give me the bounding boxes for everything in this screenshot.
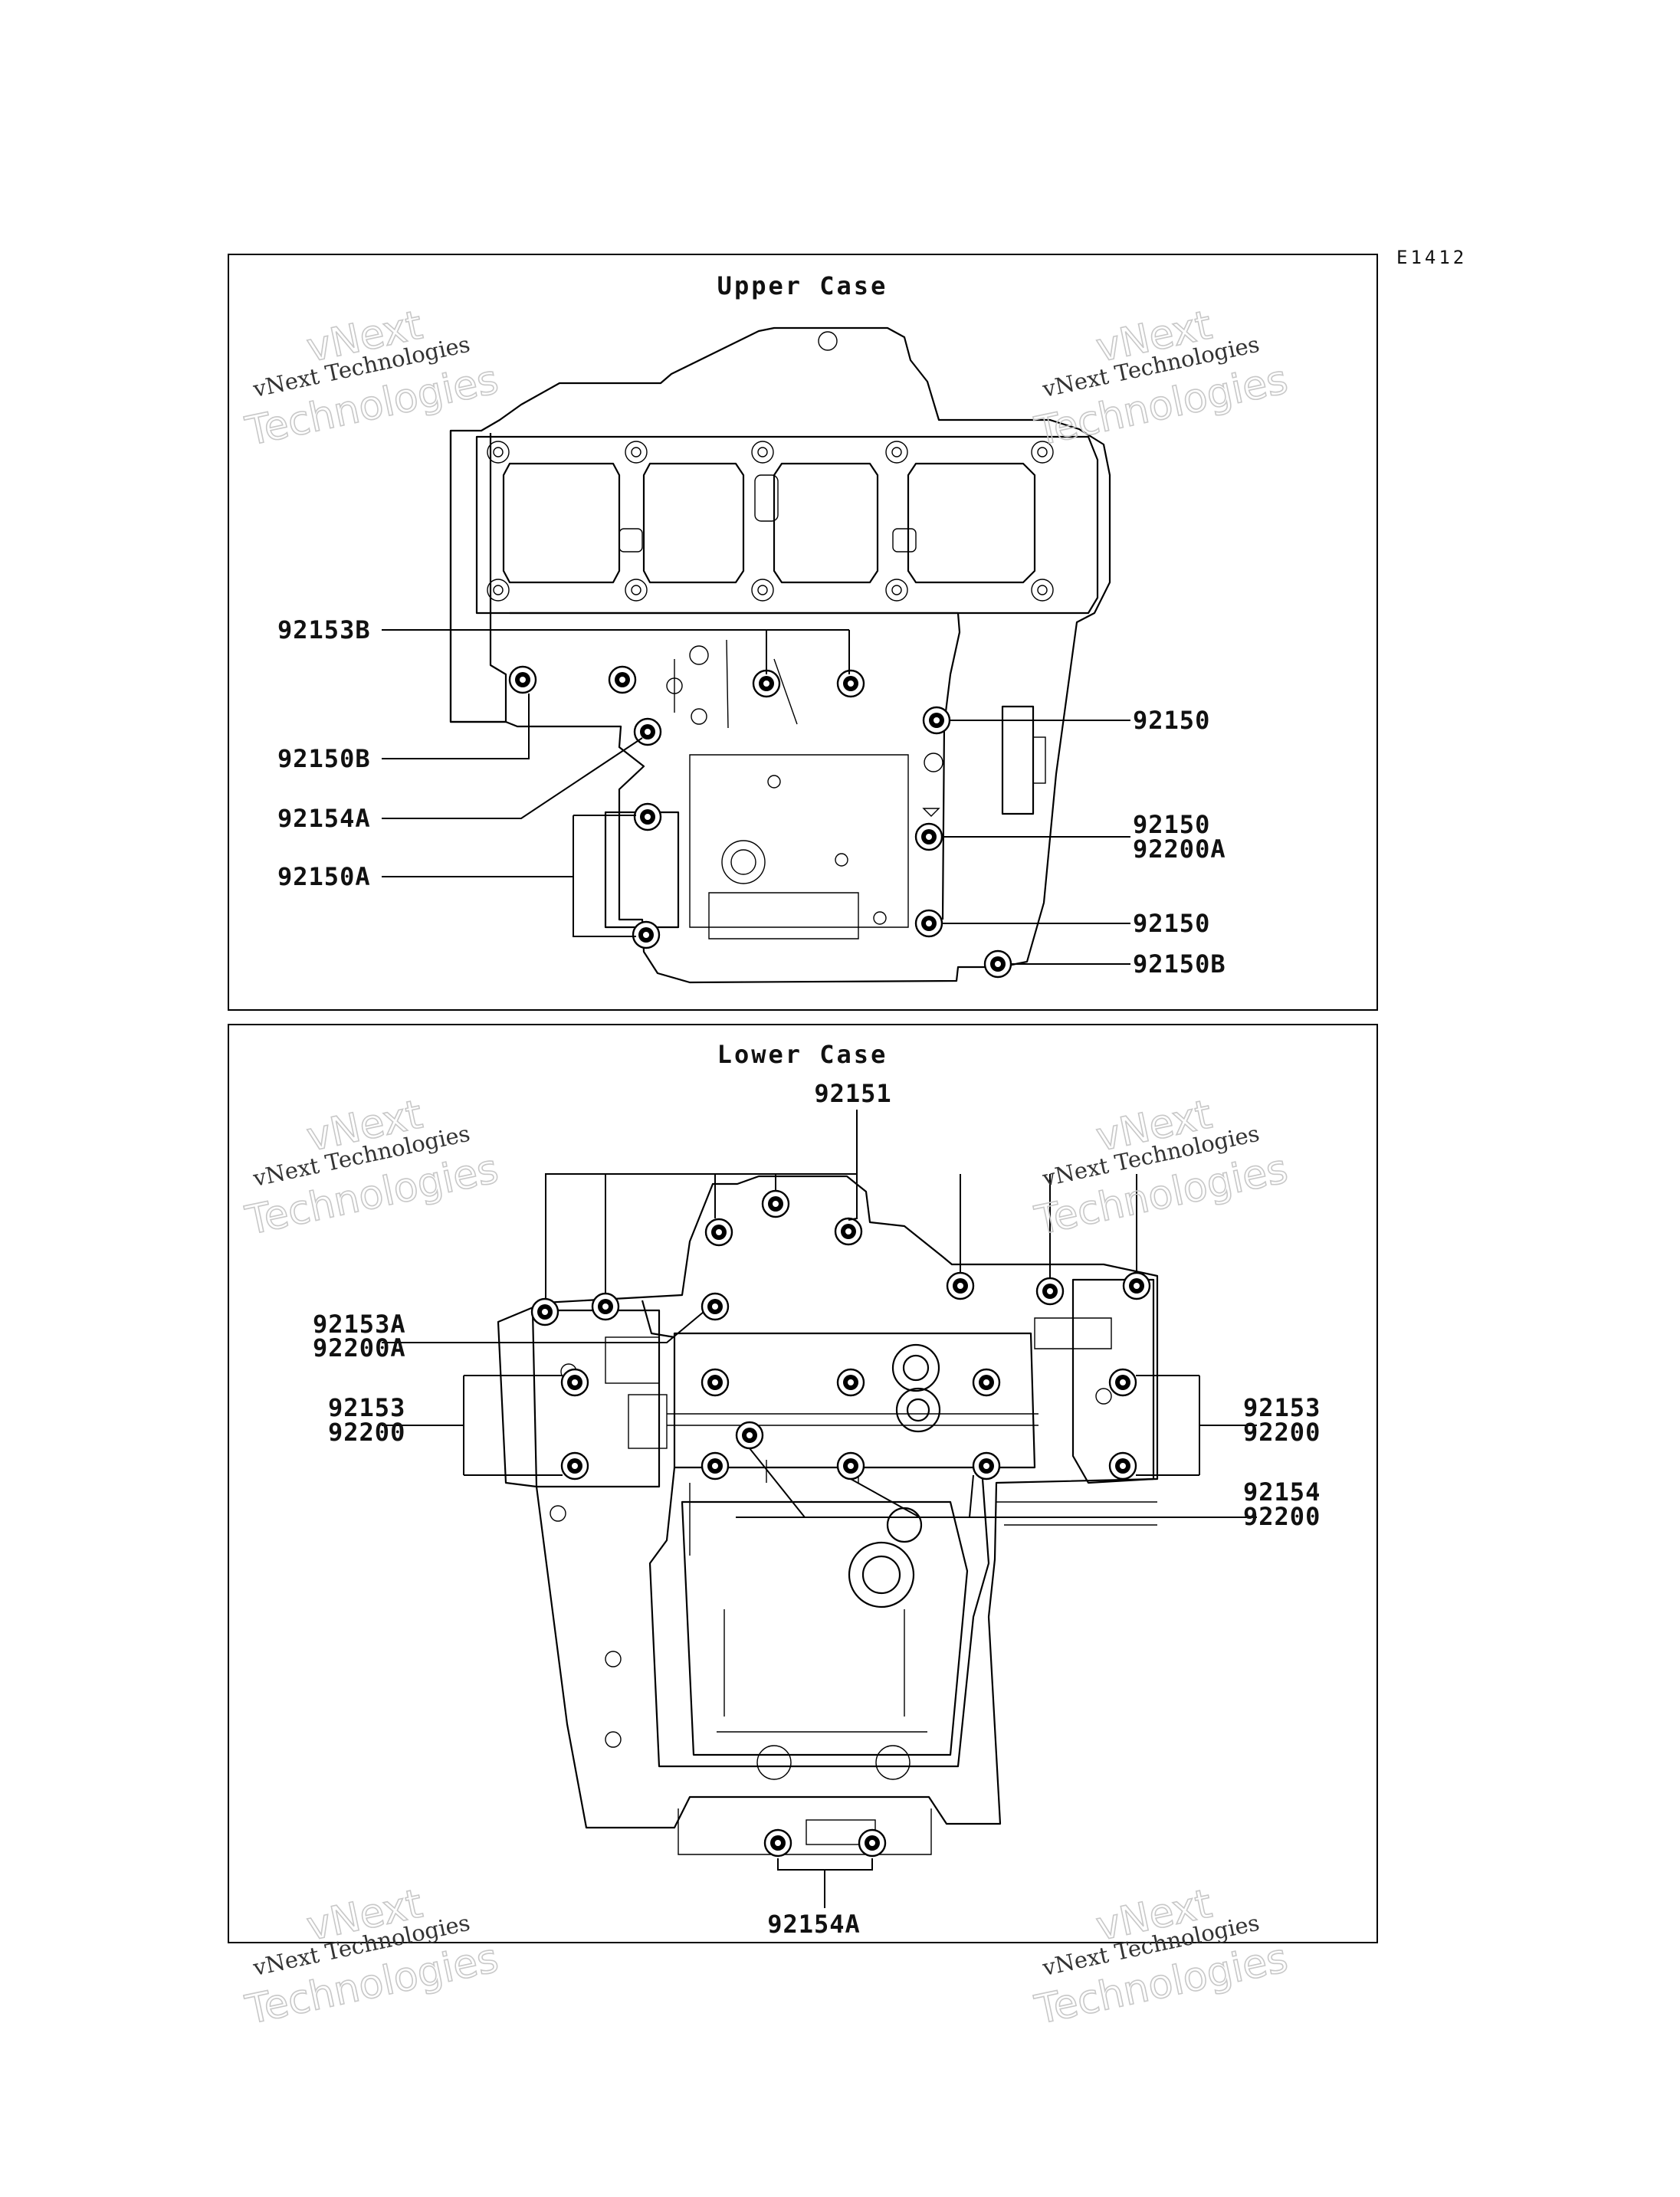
figure-code: E1412 bbox=[1396, 247, 1467, 268]
label-lower-l2b: 92200 bbox=[328, 1418, 405, 1447]
bolt-lower-9 bbox=[701, 1292, 730, 1321]
bolt-upper-8 bbox=[922, 706, 951, 735]
bolt-lower-1 bbox=[761, 1189, 790, 1218]
watermark-lower-right: vNext vNext Technologies Technologies bbox=[1030, 1091, 1292, 1245]
bolt-lower-8 bbox=[591, 1292, 620, 1321]
bolt-lower-21 bbox=[763, 1828, 792, 1858]
bolt-lower-12 bbox=[701, 1368, 730, 1397]
lower-case-title: Lower Case bbox=[717, 1040, 888, 1069]
bolt-lower-7 bbox=[530, 1297, 559, 1326]
bolt-upper-4 bbox=[633, 802, 662, 831]
bolt-lower-22 bbox=[858, 1828, 887, 1858]
upper-leader-lines bbox=[382, 629, 1130, 965]
label-upper-r2a: 92150 bbox=[1133, 810, 1210, 839]
bolt-upper-7 bbox=[836, 669, 865, 698]
bolt-lower-15 bbox=[1108, 1368, 1137, 1397]
label-lower-r1a: 92153 bbox=[1243, 1393, 1321, 1422]
lower-leader-lines bbox=[382, 1110, 1257, 1908]
label-lower-r2b: 92200 bbox=[1243, 1502, 1321, 1531]
watermark-bottom-right: vNext vNext Technologies Technologies bbox=[1030, 1881, 1292, 2035]
bolt-upper-1 bbox=[508, 665, 537, 694]
bolt-lower-13 bbox=[836, 1368, 865, 1397]
bolt-lower-20 bbox=[735, 1421, 764, 1450]
label-upper-r3: 92150 bbox=[1133, 909, 1210, 938]
label-upper-l1: 92153B bbox=[277, 615, 371, 644]
watermark-lower-left: vNext vNext Technologies Technologies bbox=[241, 1091, 503, 1245]
bolt-lower-10 bbox=[560, 1368, 589, 1397]
bolt-lower-11 bbox=[560, 1451, 589, 1481]
bolt-upper-6 bbox=[752, 669, 781, 698]
label-upper-l2: 92150B bbox=[277, 744, 371, 773]
upper-crankcase-drawing bbox=[449, 326, 1111, 984]
label-upper-l4: 92150A bbox=[277, 862, 371, 891]
label-lower-bottom: 92154A bbox=[767, 1910, 861, 1939]
label-lower-l1b: 92200A bbox=[313, 1333, 406, 1362]
label-lower-top: 92151 bbox=[814, 1079, 891, 1108]
bolt-lower-6 bbox=[1122, 1271, 1151, 1300]
bolt-upper-9 bbox=[914, 822, 943, 851]
label-upper-r1: 92150 bbox=[1133, 706, 1210, 735]
upper-case-title: Upper Case bbox=[717, 271, 888, 300]
bolt-lower-17 bbox=[836, 1451, 865, 1481]
label-lower-l2a: 92153 bbox=[328, 1393, 405, 1422]
label-lower-r2a: 92154 bbox=[1243, 1477, 1321, 1507]
bolt-upper-10 bbox=[914, 909, 943, 938]
label-lower-r1b: 92200 bbox=[1243, 1418, 1321, 1447]
bolt-lower-3 bbox=[834, 1217, 863, 1246]
bolt-lower-19 bbox=[1108, 1451, 1137, 1481]
bolt-lower-5 bbox=[1035, 1277, 1065, 1306]
label-upper-r2b: 92200A bbox=[1133, 835, 1226, 864]
lower-case-panel: Lower Case bbox=[228, 1024, 1378, 1943]
label-lower-l1a: 92153A bbox=[313, 1310, 406, 1339]
upper-case-panel: Upper Case bbox=[228, 254, 1378, 1011]
bolt-lower-16 bbox=[701, 1451, 730, 1481]
bolt-lower-2 bbox=[704, 1218, 733, 1247]
lower-crankcase-drawing bbox=[497, 1175, 1159, 1855]
bolt-lower-14 bbox=[972, 1368, 1001, 1397]
lower-case-frame bbox=[228, 1024, 1378, 1943]
watermark-bottom-left: vNext vNext Technologies Technologies bbox=[241, 1881, 503, 2035]
upper-case-frame bbox=[228, 254, 1378, 1011]
bolt-upper-11 bbox=[983, 949, 1012, 979]
bolt-lower-18 bbox=[972, 1451, 1001, 1481]
label-upper-r4: 92150B bbox=[1133, 949, 1226, 979]
label-upper-l3: 92154A bbox=[277, 804, 371, 833]
bolt-upper-2 bbox=[608, 665, 637, 694]
bolt-lower-4 bbox=[946, 1271, 975, 1300]
watermark-upper-right: vNext vNext Technologies Technologies bbox=[1030, 302, 1292, 456]
bolt-upper-5 bbox=[632, 920, 661, 949]
